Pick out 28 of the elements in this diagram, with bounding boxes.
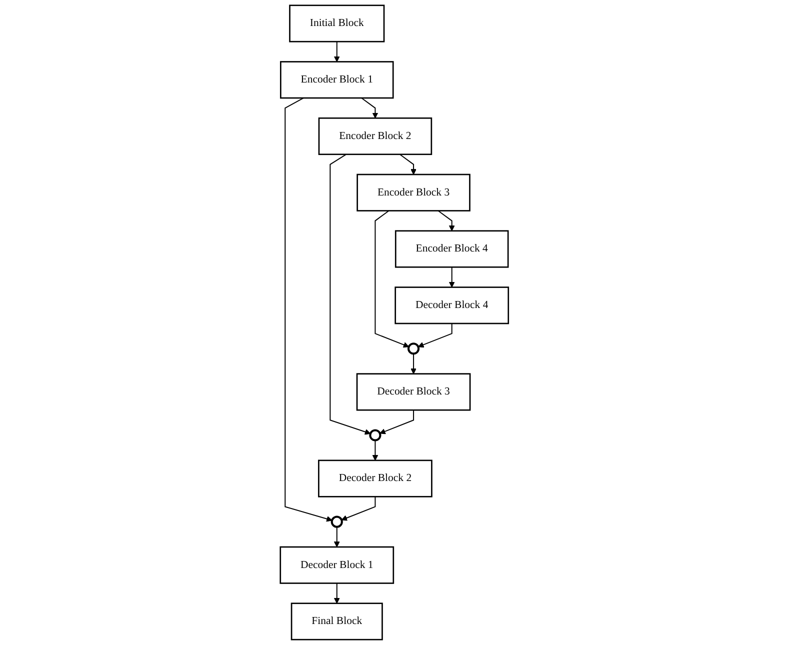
node-box: Decoder Block 1 bbox=[279, 546, 394, 584]
arrow bbox=[399, 154, 416, 175]
node-box: Encoder Block 4 bbox=[394, 230, 508, 268]
node-circle bbox=[330, 516, 343, 528]
node-box: Encoder Block 3 bbox=[356, 174, 470, 212]
node-box: Encoder Block 1 bbox=[280, 61, 394, 99]
arrow bbox=[438, 210, 454, 232]
arrow bbox=[448, 267, 454, 288]
node-box: Decoder Block 4 bbox=[394, 286, 509, 324]
node-box: Encoder Block 2 bbox=[318, 117, 432, 156]
arrow bbox=[329, 154, 370, 435]
arrow bbox=[372, 440, 378, 461]
arrow bbox=[334, 42, 340, 62]
node-circle bbox=[407, 342, 420, 355]
arrow bbox=[360, 98, 378, 118]
arrow bbox=[410, 354, 416, 374]
node-box: Final Block bbox=[290, 602, 383, 640]
node-circle bbox=[368, 429, 381, 442]
arrow bbox=[418, 324, 452, 348]
node-box: Decoder Block 2 bbox=[318, 460, 432, 498]
node-box: Decoder Block 3 bbox=[356, 373, 470, 411]
arrow bbox=[379, 410, 414, 434]
arrow bbox=[284, 98, 332, 522]
arrow bbox=[334, 526, 340, 548]
arrow bbox=[340, 496, 376, 521]
node-box: Initial Block bbox=[288, 4, 384, 42]
arrow bbox=[334, 583, 340, 604]
arrow bbox=[374, 210, 409, 348]
